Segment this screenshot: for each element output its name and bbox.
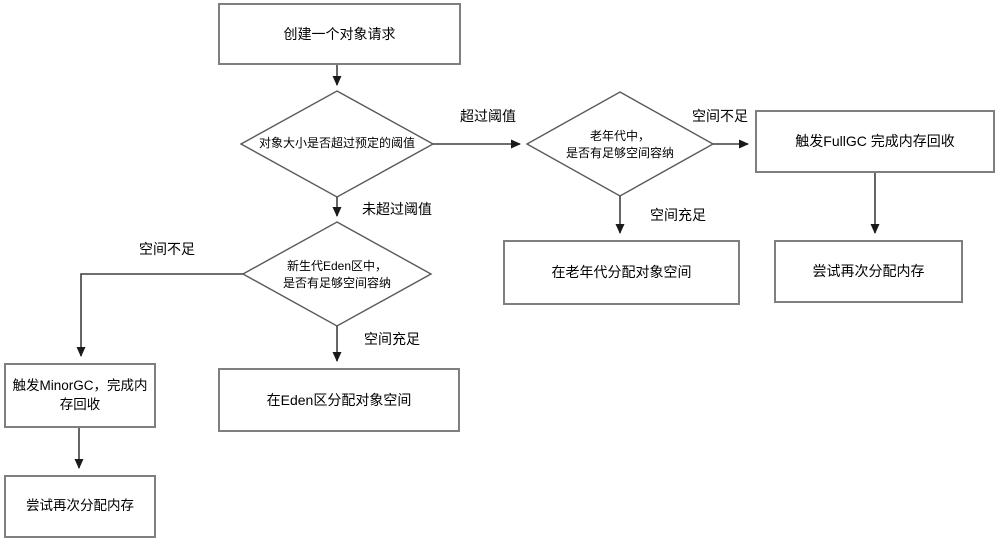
edge-label-space-insufficient-right: 空间不足 <box>692 108 748 124</box>
decision-size-threshold-text: 对象大小是否超过预定的阈值 <box>258 136 415 151</box>
node-trigger-minorgc: 触发MinorGC，完成内存回收 <box>4 363 156 428</box>
edge-label-space-sufficient-right: 空间充足 <box>650 207 706 223</box>
edge-label-space-insufficient-left: 空间不足 <box>139 241 195 257</box>
decision-size-threshold-label: 对象大小是否超过预定的阈值 <box>247 133 427 155</box>
decision-old-gen-line1: 老年代中， <box>589 128 650 143</box>
edge-label-space-sufficient-left: 空间充足 <box>364 331 420 347</box>
decision-eden-line1: 新生代Eden区中， <box>286 258 388 273</box>
node-create-request: 创建一个对象请求 <box>218 3 461 65</box>
node-allocate-eden: 在Eden区分配对象空间 <box>218 368 460 432</box>
decision-old-gen-line2: 是否有足够空间容纳 <box>565 146 674 160</box>
edge-label-not-exceed-threshold: 未超过阈值 <box>362 201 432 217</box>
node-allocate-old-gen: 在老年代分配对象空间 <box>503 240 740 305</box>
decision-eden-line2: 是否有足够空间容纳 <box>282 276 391 290</box>
edge-eden-decision-to-minorgc <box>76 273 243 357</box>
node-retry-allocate-left: 尝试再次分配内存 <box>4 475 156 538</box>
decision-old-gen-space-label: 老年代中， 是否有足够空间容纳 <box>538 125 702 165</box>
node-retry-allocate-right: 尝试再次分配内存 <box>774 240 963 303</box>
edge-label-exceed-threshold: 超过阈值 <box>460 108 516 124</box>
decision-eden-space-label: 新生代Eden区中， 是否有足够空间容纳 <box>247 255 427 295</box>
node-trigger-fullgc: 触发FullGC 完成内存回收 <box>755 110 995 173</box>
